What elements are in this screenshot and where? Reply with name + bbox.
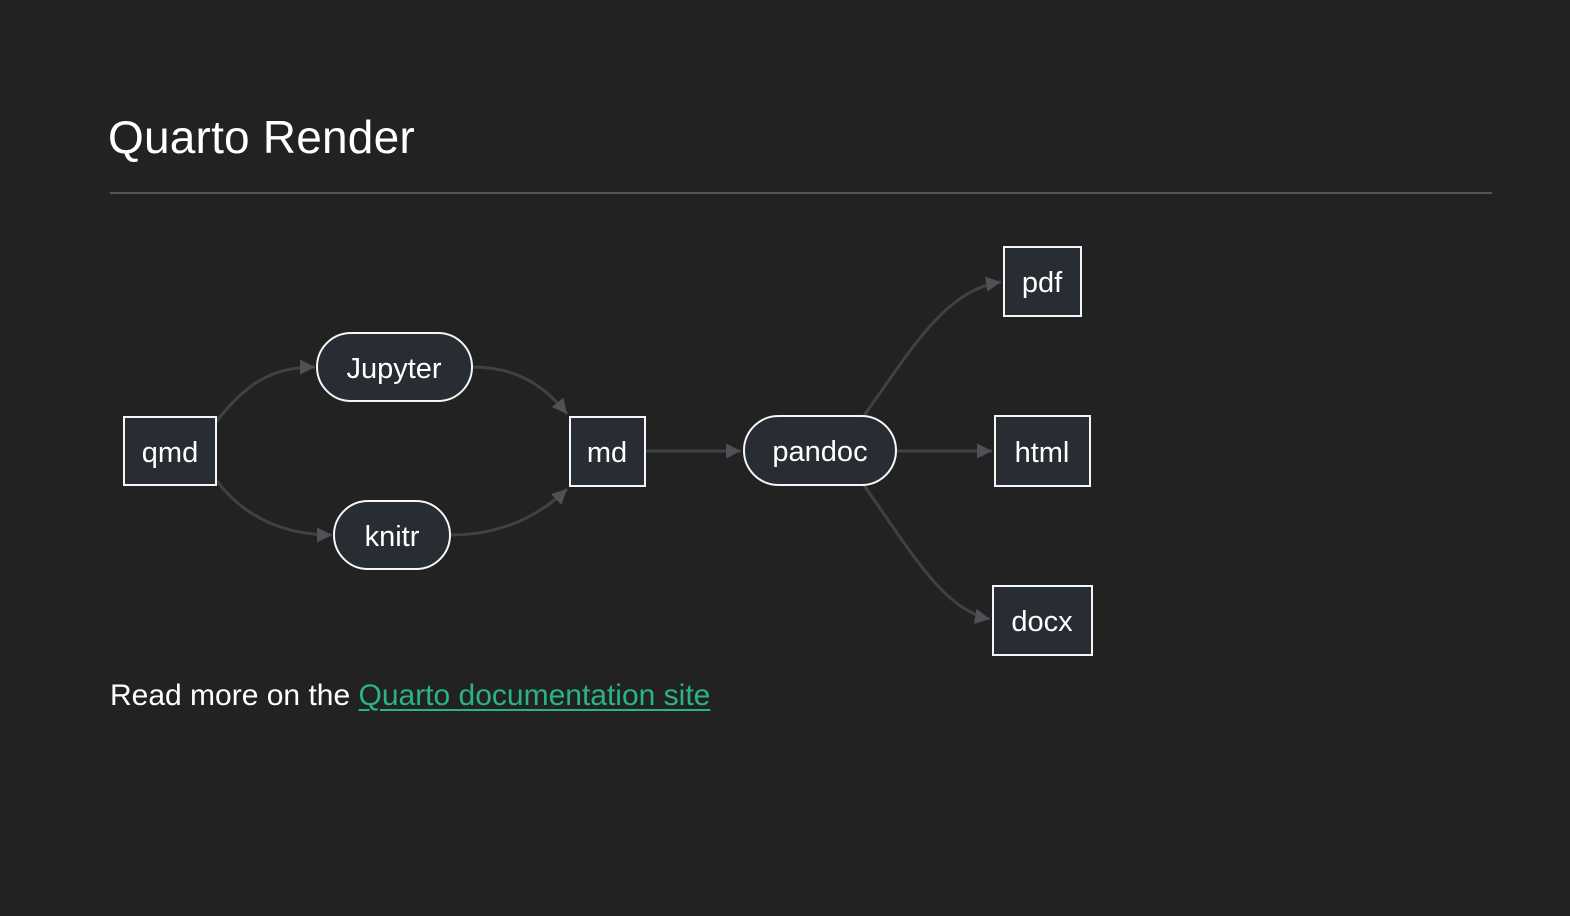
edges xyxy=(214,276,1002,624)
node-pandoc: pandoc xyxy=(743,415,897,486)
edge-pandoc-docx xyxy=(861,483,991,624)
node-jupyter: Jupyter xyxy=(316,332,473,402)
quarto-documentation-link[interactable]: Quarto documentation site xyxy=(358,679,711,712)
node-md-shape xyxy=(569,416,646,487)
node-docx-label: docx xyxy=(1011,606,1073,638)
node-pandoc-label: pandoc xyxy=(772,436,867,468)
node-docx-shape xyxy=(992,585,1093,656)
node-pdf-label: pdf xyxy=(1022,267,1063,299)
edge-jupyter-md xyxy=(471,365,569,415)
node-pandoc-shape xyxy=(743,415,897,486)
node-jupyter-shape xyxy=(316,332,473,402)
node-md-label: md xyxy=(587,437,627,469)
edge-qmd-jupyter xyxy=(214,359,316,423)
node-md: md xyxy=(569,416,646,487)
node-jupyter-label: Jupyter xyxy=(346,353,441,385)
node-qmd: qmd xyxy=(123,416,217,486)
title-divider xyxy=(110,192,1492,194)
read-more-text: Read more on the Quarto documentation si… xyxy=(110,679,710,713)
edge-knitr-md xyxy=(449,487,569,537)
render-flow-diagram: qmd Jupyter knitr md pandoc pdf html xyxy=(110,230,1100,675)
node-html-shape xyxy=(994,415,1091,487)
edge-pandoc-pdf xyxy=(861,276,1002,418)
node-docx: docx xyxy=(992,585,1093,656)
node-pdf: pdf xyxy=(1003,246,1082,317)
flowchart-svg: qmd Jupyter knitr md pandoc pdf html xyxy=(123,246,1093,656)
node-html-label: html xyxy=(1015,437,1070,469)
node-pdf-shape xyxy=(1003,246,1082,317)
edge-qmd-knitr xyxy=(214,479,333,543)
node-knitr-shape xyxy=(333,500,451,570)
read-more-prefix: Read more on the xyxy=(110,679,359,712)
node-knitr-label: knitr xyxy=(365,521,420,553)
node-html: html xyxy=(994,415,1091,487)
node-knitr: knitr xyxy=(333,500,451,570)
page-title: Quarto Render xyxy=(108,111,415,163)
node-qmd-shape xyxy=(123,416,217,486)
node-qmd-label: qmd xyxy=(142,437,198,469)
